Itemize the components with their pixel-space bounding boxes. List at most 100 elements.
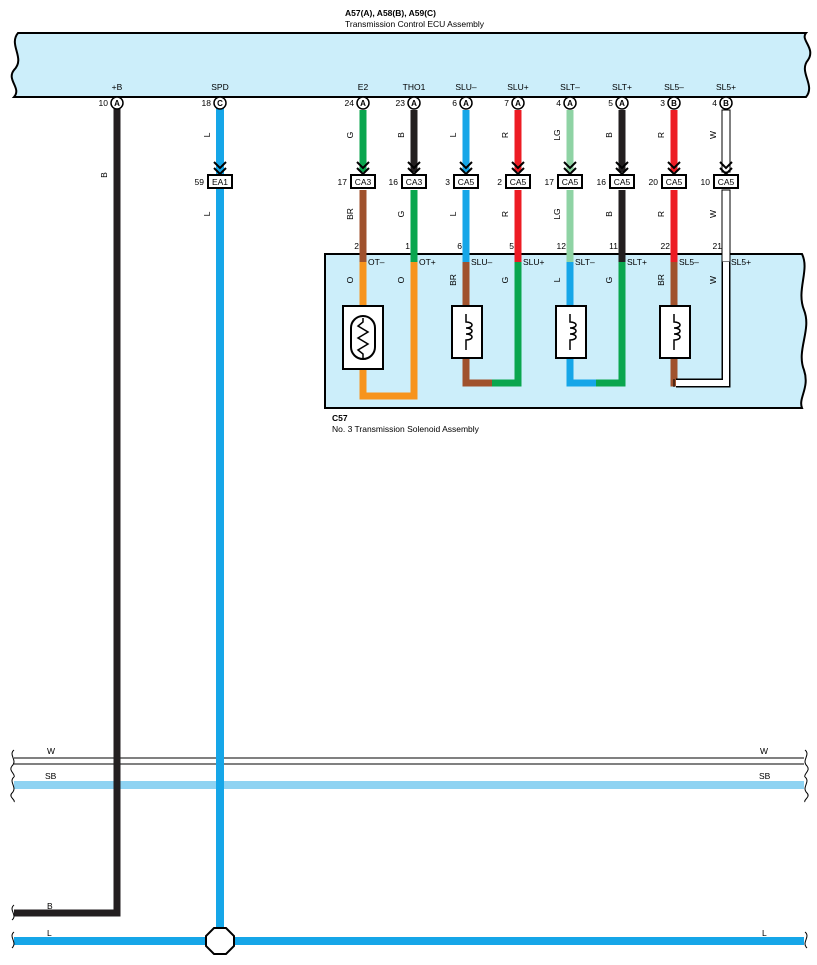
ecu-pin-label-7: SLT+ bbox=[612, 82, 632, 92]
junction-chevron-top-3 bbox=[459, 161, 473, 170]
junction-connector-0: EA1 59 bbox=[195, 161, 233, 189]
bus-lines bbox=[10, 105, 809, 949]
solenoid-pin-label-3: SLU+ bbox=[523, 257, 545, 267]
lower-wire-color-7: R bbox=[656, 211, 666, 217]
junction-chevron-top-6 bbox=[615, 161, 629, 170]
lower-wire-color-3: L bbox=[448, 211, 458, 216]
junction-num-3: 3 bbox=[445, 177, 450, 187]
junction-num-5: 17 bbox=[545, 177, 555, 187]
solenoid-coil-sl5-frame bbox=[659, 305, 691, 359]
ecu-pin-8 bbox=[667, 96, 681, 110]
junction-num-7: 20 bbox=[649, 177, 659, 187]
junction-box-2 bbox=[401, 174, 427, 189]
solenoid-wire-color-5: G bbox=[604, 277, 614, 284]
ecu-pin-0 bbox=[110, 96, 124, 110]
lower-wire-color-4: R bbox=[500, 211, 510, 217]
junction-id-6: CA5 bbox=[614, 177, 631, 187]
ecu-pin-num-6: 4 bbox=[556, 98, 561, 108]
solenoid-wire-color-4: L bbox=[552, 277, 562, 282]
ecu-pin-num-5: 7 bbox=[504, 98, 509, 108]
junction-num-4: 2 bbox=[497, 177, 502, 187]
solenoid-name: No. 3 Transmission Solenoid Assembly bbox=[332, 424, 480, 434]
loop-slu-right bbox=[492, 262, 522, 387]
junction-id-2: CA3 bbox=[406, 177, 423, 187]
ecu-pin-letter-1: C bbox=[217, 99, 223, 108]
solenoid-pin-label-6: SL5– bbox=[679, 257, 699, 267]
solenoid-wire-color-2: BR bbox=[448, 274, 458, 286]
solenoid-coil-sl5 bbox=[659, 305, 691, 359]
junction-num-8: 10 bbox=[701, 177, 711, 187]
solenoid-pin-num-0: 2 bbox=[354, 241, 359, 251]
loop-sl5-right bbox=[676, 262, 729, 386]
junction-chevron-top-2 bbox=[407, 161, 421, 170]
ecu-pin-num-0: 10 bbox=[99, 98, 109, 108]
bus-sb-label-left: SB bbox=[45, 771, 57, 781]
junction-connector-3: CA5 3 bbox=[445, 161, 479, 189]
upper-wire-color-0: B bbox=[99, 172, 109, 178]
bus-w-label-left: W bbox=[47, 746, 55, 756]
wires-layer bbox=[359, 109, 731, 263]
solenoid-wire-color-0: O bbox=[345, 276, 355, 283]
solenoid-pin-num-3: 5 bbox=[509, 241, 514, 251]
ecu-name: Transmission Control ECU Assembly bbox=[345, 19, 485, 29]
lower-wire-color-2: G bbox=[396, 211, 406, 218]
thermistor-zigzag bbox=[356, 318, 370, 358]
junction-chevron-top-0 bbox=[213, 161, 227, 170]
thermistor-icon bbox=[342, 305, 384, 370]
solenoid-wire-color-6: BR bbox=[656, 274, 666, 286]
ecu-pin-9 bbox=[719, 96, 733, 110]
junction-id-7: CA5 bbox=[666, 177, 683, 187]
solenoid-pin-num-4: 12 bbox=[557, 241, 567, 251]
ecu-pin-label-3: THO1 bbox=[403, 82, 426, 92]
junction-id-1: CA3 bbox=[355, 177, 372, 187]
solenoid-coil-slu-winding bbox=[465, 314, 473, 350]
junction-connector-1: CA3 17 bbox=[338, 161, 376, 189]
solenoid-coil-slu-frame bbox=[451, 305, 483, 359]
junction-num-6: 16 bbox=[597, 177, 607, 187]
ecu-pin-5 bbox=[511, 96, 525, 110]
ecu-pin-label-2: E2 bbox=[358, 82, 369, 92]
solenoid-coil-sl5-winding bbox=[673, 314, 681, 350]
lower-wire-9 bbox=[721, 189, 731, 263]
ecu-pin-letter-9: B bbox=[723, 99, 729, 108]
solenoid-pin-num-2: 6 bbox=[457, 241, 462, 251]
junction-chevron-top-8 bbox=[719, 161, 733, 170]
ecu-pin-letter-0: A bbox=[114, 99, 120, 108]
bus-w-label-right: W bbox=[760, 746, 768, 756]
ecu-pin-1 bbox=[213, 96, 227, 110]
ecu-pin-letter-8: B bbox=[671, 99, 677, 108]
junction-box-7 bbox=[661, 174, 687, 189]
upper-wire-9 bbox=[721, 109, 731, 173]
ecu-pin-label-4: SLU– bbox=[455, 82, 477, 92]
junction-num-0: 59 bbox=[195, 177, 205, 187]
junction-id-3: CA5 bbox=[458, 177, 475, 187]
ecu-ids: A57(A), A58(B), A59(C) bbox=[345, 8, 436, 18]
solenoid-coil-slt-winding bbox=[569, 314, 577, 350]
junction-num-1: 17 bbox=[338, 177, 348, 187]
ecu-pin-4 bbox=[459, 96, 473, 110]
ecu-pin-3 bbox=[407, 96, 421, 110]
ecu-pin-letter-6: A bbox=[567, 99, 573, 108]
solenoid-pin-label-2: SLU– bbox=[471, 257, 493, 267]
ecu-pin-num-4: 6 bbox=[452, 98, 457, 108]
loop-slu-left bbox=[462, 262, 492, 387]
junction-id-4: CA5 bbox=[510, 177, 527, 187]
bus-b-label: B bbox=[47, 901, 53, 911]
solenoid-pin-num-1: 1 bbox=[405, 241, 410, 251]
junction-box-4 bbox=[505, 174, 531, 189]
ecu-pin-num-7: 5 bbox=[608, 98, 613, 108]
junction-id-0: EA1 bbox=[212, 177, 228, 187]
junction-chevron-top-4 bbox=[511, 161, 525, 170]
junction-chevron-top-1 bbox=[356, 161, 370, 170]
solenoid-pin-label-7: SL5+ bbox=[731, 257, 751, 267]
solenoid-wire-color-7: W bbox=[708, 276, 718, 284]
ecu-pin-letter-3: A bbox=[411, 99, 417, 108]
ecu-pin-num-1: 18 bbox=[202, 98, 212, 108]
solenoid-pin-label-1: OT+ bbox=[419, 257, 436, 267]
splice-point bbox=[205, 927, 235, 955]
upper-wire-color-7: B bbox=[604, 132, 614, 138]
